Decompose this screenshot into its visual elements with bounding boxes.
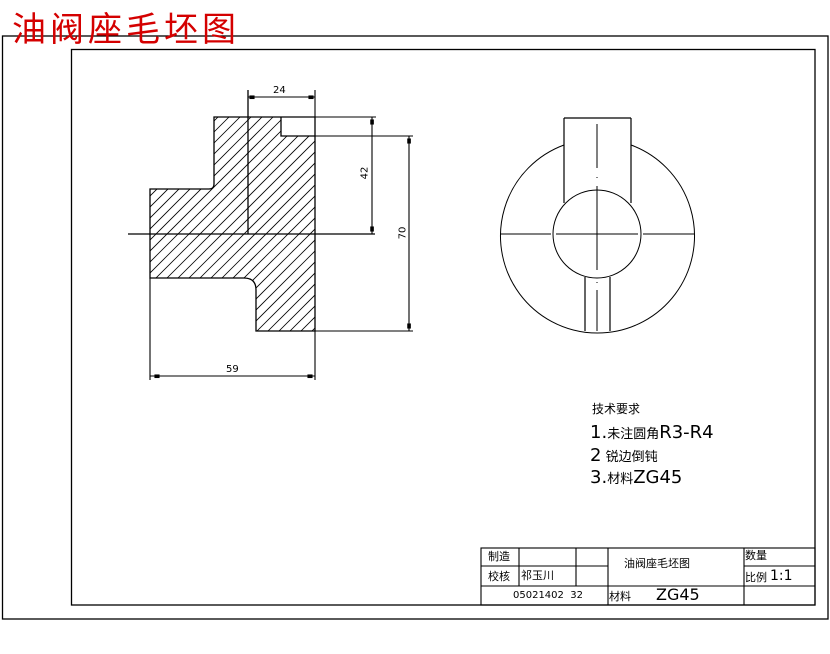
drawing-number: 05021402 32 — [513, 590, 583, 601]
tech-requirement-item: 2 锐边倒钝 — [590, 445, 658, 466]
material-value: ZG45 — [656, 585, 700, 604]
dim-42-label: 42 — [359, 166, 371, 180]
tech-requirement-item: 1.未注圆角R3-R4 — [590, 422, 714, 443]
outer-frame — [1, 35, 829, 620]
title-block-grid — [480, 547, 816, 606]
dim-70-label: 70 — [397, 226, 409, 240]
section-view — [128, 90, 375, 332]
dim-24-label: 24 — [273, 85, 286, 96]
scale-value: 1:1 — [770, 568, 793, 584]
quantity-label: 数量 — [745, 549, 767, 562]
scale-label: 比例 — [745, 571, 767, 584]
part-outline — [149, 116, 316, 332]
inner-frame — [70, 48, 816, 606]
part-name: 油阀座毛坯图 — [624, 557, 690, 570]
dimensions — [149, 90, 413, 380]
dim-59-label: 59 — [226, 364, 239, 375]
checked-by-label: 校核 — [488, 570, 510, 583]
tech-requirement-item: 3.材料ZG45 — [590, 467, 683, 488]
drawing-title: 油阀座毛坯图 — [12, 10, 240, 50]
tech-requirements-heading: 技术要求 — [592, 402, 641, 416]
made-by-label: 制造 — [488, 550, 510, 563]
checked-by-value: 祁玉川 — [521, 569, 554, 582]
material-label: 材料 — [609, 590, 631, 603]
side-view — [500, 117, 695, 334]
